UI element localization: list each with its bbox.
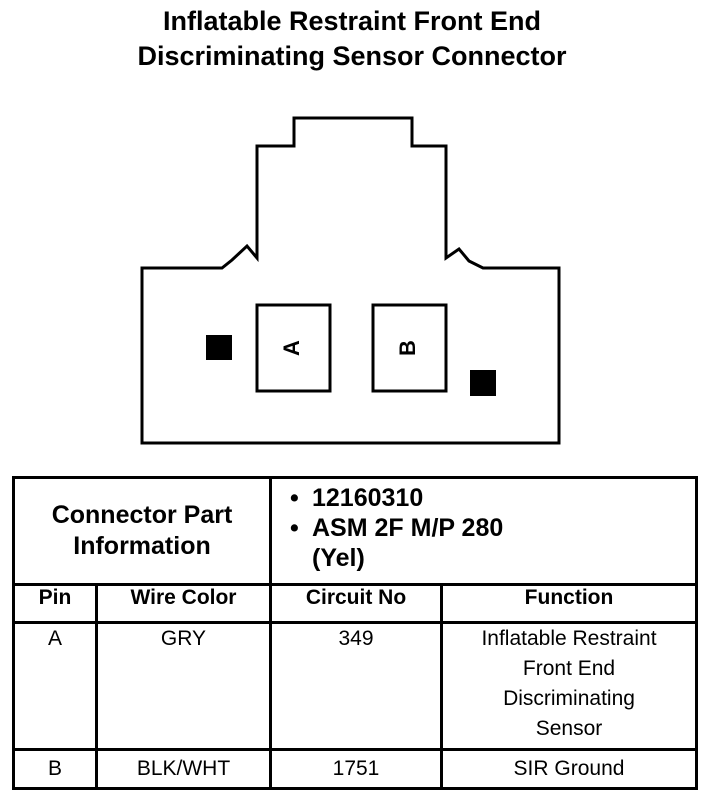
locating-key-right [470,370,496,396]
table-header-row: Pin Wire Color Circuit No Function [12,583,698,624]
header-wire-color: Wire Color [95,583,272,624]
part-number-item: •ASM 2F M/P 280 [290,514,504,542]
cell-function: SIR Ground [440,748,698,790]
cell-circuit-no: 349 [269,621,443,751]
cell-function: Inflatable Restraint Front End Discrimin… [440,621,698,751]
pin-b-cavity [371,303,448,393]
pin-a-label: A [279,340,304,356]
pin-b-label: B [395,340,420,356]
cell-circuit-no: 1751 [269,748,443,790]
part-info-label: Connector Part Information [12,476,272,586]
part-color-note: (Yel) [312,544,365,572]
cell-wire-color: GRY [95,621,272,751]
pin-a-cavity [255,303,332,393]
table-row: A GRY 349 Inflatable Restraint Front End… [12,621,698,751]
locating-key-left [206,335,232,360]
connector-diagram: A B [140,116,561,445]
header-pin: Pin [12,583,98,624]
diagram-title-line2: Discriminating Sensor Connector [137,41,567,71]
cell-pin: B [12,748,98,790]
table-row: B BLK/WHT 1751 SIR Ground [12,748,698,790]
connector-info-table: Connector Part Information •12160310 •AS… [12,476,698,790]
part-info-row: Connector Part Information •12160310 •AS… [12,476,698,586]
header-circuit-no: Circuit No [269,583,443,624]
cell-pin: A [12,621,98,751]
diagram-title-line1: Inflatable Restraint Front End [162,6,542,36]
header-function: Function [440,583,698,624]
part-number-item: •12160310 [290,484,424,512]
part-numbers: •12160310 •ASM 2F M/P 280 (Yel) [269,476,698,586]
connector-outline [140,116,561,445]
cell-wire-color: BLK/WHT [95,748,272,790]
